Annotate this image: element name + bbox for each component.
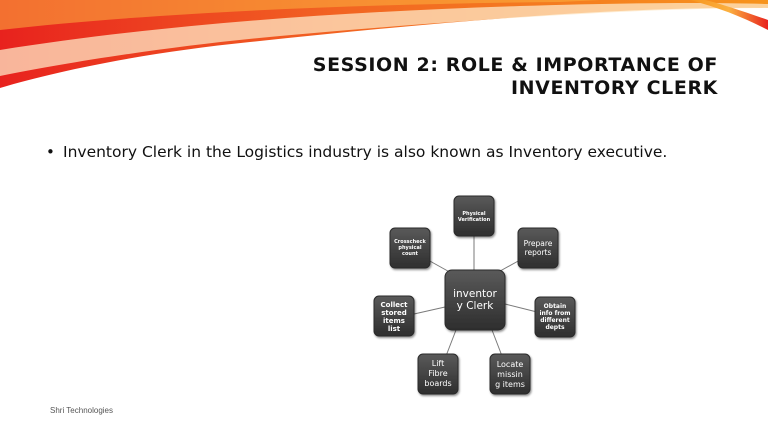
radial-diagram: inventor y Clerk Physical Verification P… bbox=[373, 195, 576, 395]
connector-line bbox=[445, 329, 457, 357]
footer-text: Shri Technologies bbox=[50, 406, 114, 415]
node-collect-stored-line-2: stored bbox=[381, 309, 407, 317]
connector-line bbox=[413, 306, 446, 315]
node-collect-stored-line-4: list bbox=[388, 325, 401, 333]
node-prepare-reports-line-1: Prepare bbox=[524, 239, 553, 248]
center-node-line-1: inventor bbox=[453, 288, 497, 300]
node-physical-verification-line-1: Physical bbox=[462, 211, 486, 217]
node-locate-missing-items: Locate missin g items bbox=[489, 353, 531, 395]
connector-line bbox=[491, 329, 503, 357]
slide-title-line-2: INVENTORY CLERK bbox=[510, 77, 718, 99]
node-collect-stored-line-3: items bbox=[383, 317, 405, 325]
node-physical-verification: Physical Verification bbox=[453, 195, 495, 237]
node-obtain-info: Obtain info from different depts bbox=[534, 296, 576, 338]
node-lift-fibre-line-3: boards bbox=[424, 379, 451, 388]
decorative-swoosh-banner bbox=[0, 0, 768, 88]
bullet-dot-icon: • bbox=[46, 143, 55, 161]
node-obtain-info-line-3: different bbox=[540, 317, 570, 324]
node-physical-verification-line-2: Verification bbox=[458, 217, 491, 223]
connector-lines bbox=[413, 236, 538, 357]
node-locate-missing-line-3: g items bbox=[495, 380, 525, 389]
slide-title-line-1: SESSION 2: ROLE & IMPORTANCE OF bbox=[312, 54, 718, 76]
connector-line bbox=[504, 303, 538, 313]
node-crosscheck-line-3: count bbox=[402, 251, 419, 257]
node-lift-fibre-line-2: Fibre bbox=[428, 369, 447, 378]
node-obtain-info-line-1: Obtain bbox=[544, 303, 567, 310]
node-obtain-info-line-4: depts bbox=[545, 324, 565, 331]
node-crosscheck-line-1: Crosscheck bbox=[394, 239, 426, 245]
node-locate-missing-line-1: Locate bbox=[497, 360, 524, 369]
node-locate-missing-line-2: missin bbox=[497, 370, 523, 379]
bullet-list: • Inventory Clerk in the Logistics indus… bbox=[46, 143, 686, 161]
slide-title: SESSION 2: ROLE & IMPORTANCE OF INVENTOR… bbox=[313, 54, 718, 100]
node-lift-fibre-boards: Lift Fibre boards bbox=[417, 353, 459, 395]
node-collect-stored-items: Collect stored items list bbox=[373, 295, 415, 337]
node-prepare-reports-line-2: reports bbox=[525, 248, 552, 257]
node-lift-fibre-line-1: Lift bbox=[432, 359, 445, 368]
bullet-text: Inventory Clerk in the Logistics industr… bbox=[63, 143, 668, 161]
bullet-item: • Inventory Clerk in the Logistics indus… bbox=[46, 143, 686, 161]
node-prepare-reports: Prepare reports bbox=[517, 227, 559, 269]
node-crosscheck-physical-count: Crosscheck physical count bbox=[389, 227, 431, 269]
center-node-inventory-clerk: inventor y Clerk bbox=[444, 269, 506, 331]
node-obtain-info-line-2: info from bbox=[539, 310, 570, 317]
node-collect-stored-line-1: Collect bbox=[381, 301, 409, 309]
center-node-line-2: y Clerk bbox=[457, 300, 495, 312]
node-crosscheck-line-2: physical bbox=[398, 245, 421, 251]
